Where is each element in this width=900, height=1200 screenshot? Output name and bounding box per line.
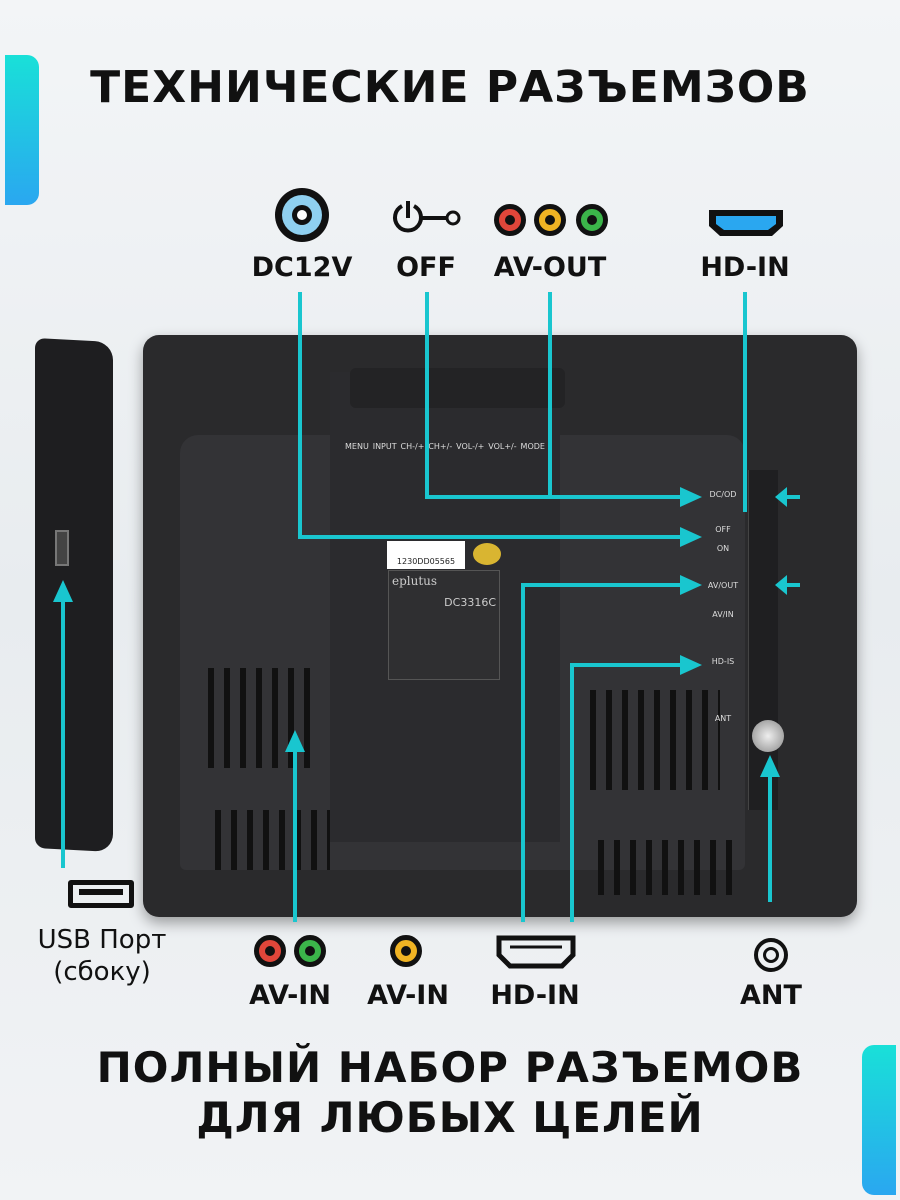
antenna-icon (754, 938, 788, 972)
btn-ch1: CH-/+ (400, 442, 425, 451)
label-av-in-2: AV-IN (367, 980, 449, 1011)
ant-connector (752, 720, 784, 752)
port-dc: DC/OD (709, 490, 737, 499)
arrow-head-hd (680, 655, 702, 675)
label-dc12v: DC12V (251, 252, 353, 283)
port-off: OFF (715, 525, 731, 534)
hdmi-icon (709, 210, 783, 236)
label-av-in-1: AV-IN (249, 980, 331, 1011)
button-cover (350, 368, 565, 408)
vent-right (590, 690, 720, 790)
hdmi-icon-bottom (496, 935, 576, 969)
btn-ch2: CH+/- (428, 442, 453, 451)
usb-icon (68, 880, 134, 908)
port-ant: ANT (714, 714, 732, 723)
line-hdin-bottom (570, 663, 680, 922)
port-on: ON (716, 544, 730, 553)
port-hdmi: HD-IS (711, 657, 735, 666)
label-off: OFF (396, 252, 456, 283)
arrow-head-side1 (775, 487, 787, 507)
btn-mode: MODE (520, 442, 545, 451)
decor-bar-right (862, 1045, 896, 1195)
label-usb-side: (сбоку) (53, 957, 151, 987)
arrow-head-dc (680, 527, 702, 547)
btn-input: INPUT (372, 442, 397, 451)
line-avout-bottom (521, 583, 680, 922)
brand-text: eplutus (392, 574, 438, 588)
dc-jack-icon (275, 188, 329, 242)
arrow-head-usb (53, 580, 73, 602)
btn-vol1: VOL-/+ (456, 442, 485, 451)
page-title: ТЕХНИЧЕСКИЕ РАЗЪЕМЗОВ (90, 62, 810, 113)
line-dc (298, 292, 680, 539)
rca-yellow-icon (534, 204, 566, 236)
arrow-head-side2 (775, 575, 787, 595)
rca-green-icon (576, 204, 608, 236)
label-ant: ANT (740, 980, 802, 1011)
rca-red-icon-bottom (254, 935, 286, 967)
decor-bar-left (5, 55, 39, 205)
port-avout: AV/OUT (707, 581, 739, 590)
port-avin: AV/IN (712, 610, 734, 619)
port-labels: DC/OD OFF ON AV/OUT AV/IN HD-IS ANT (702, 490, 744, 723)
label-hd-in-top: HD-IN (700, 252, 790, 283)
vent-bottom-right (598, 840, 738, 895)
line-off (425, 292, 680, 499)
arrow-head-ant (760, 755, 780, 777)
power-switch-icon (393, 201, 461, 233)
arrow-head-av (680, 575, 702, 595)
btn-vol2: VOL+/- (488, 442, 517, 451)
jack-yellow-icon (390, 935, 422, 967)
usb-port (55, 530, 69, 566)
footer-line-1: ПОЛНЫЙ НАБОР РАЗЪЕМОВ (96, 1043, 804, 1092)
vent-bottom-left (215, 810, 330, 870)
label-hd-in-bottom: HD-IN (490, 980, 580, 1011)
barcode-label: 1230DD05565 (387, 541, 465, 569)
label-usb: USB Порт (37, 925, 167, 955)
label-av-out: AV-OUT (493, 252, 607, 283)
model-text: DC3316C (444, 596, 496, 609)
side-port-strip (748, 470, 778, 810)
barcode-text: 1230DD05565 (396, 557, 456, 566)
rca-green-icon-bottom (294, 935, 326, 967)
footer-line-2: ДЛЯ ЛЮБЫХ ЦЕЛЕЙ (196, 1093, 704, 1142)
gold-seal (473, 543, 501, 565)
arrow-head-off (680, 487, 702, 507)
rca-red-icon (494, 204, 526, 236)
arrow-head-avin (285, 730, 305, 752)
btn-menu: MENU (345, 442, 369, 451)
